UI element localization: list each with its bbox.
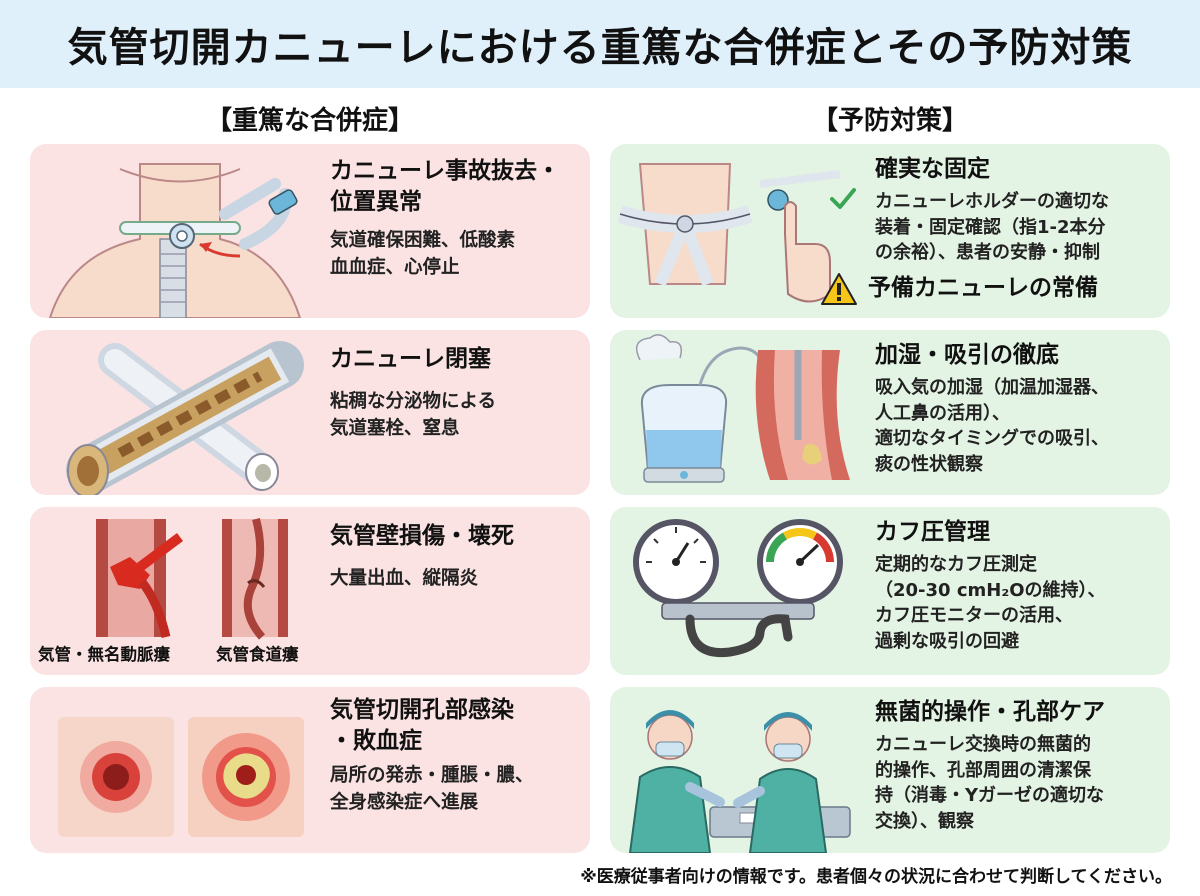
- checkmark-icon: [830, 188, 856, 209]
- prevention-header: 【予防対策】: [811, 106, 968, 136]
- heading-line: 確実な固定: [875, 156, 990, 182]
- medical-staff-illustration: [628, 710, 851, 853]
- heading-line: カニューレ事故抜去・: [330, 158, 560, 184]
- cannula-holder-illustration: [617, 163, 841, 303]
- complication-card-decannulation: カニューレ事故抜去・ 位置異常 気道確保困難、低酸素 血血症、心停止: [30, 144, 590, 318]
- prevention-card-aseptic: 無菌的操作・孔部ケア カニューレ交換時の無菌的 的操作、孔部周囲の清潔保 持（消…: [610, 687, 1170, 853]
- complication-heading: カニューレ事故抜去・ 位置異常: [330, 156, 580, 218]
- heading-line: 無菌的操作・孔部ケア: [875, 699, 1105, 725]
- complication-heading: 気管壁損傷・壊死: [330, 521, 580, 552]
- heading-line: 気管壁損傷・壊死: [330, 523, 514, 549]
- body-line: 粘稠な分泌物による: [330, 391, 496, 413]
- spare-cannula-warning: 予備カニューレの常備: [868, 275, 1098, 302]
- blocked-tube-illustration: [66, 341, 304, 495]
- warning-icon: [821, 273, 857, 305]
- prevention-heading: カフ圧管理: [875, 517, 1160, 548]
- body-line: （20-30 cmH₂Oの維持）、: [875, 579, 1106, 601]
- complication-heading: 気管切開孔部感染 ・敗血症: [330, 695, 580, 757]
- heading-line: ・敗血症: [330, 728, 422, 755]
- neck-cannula-illustration: [48, 163, 302, 318]
- prevention-body: カニューレ交換時の無菌的 的操作、孔部周囲の清潔保 持（消毒・Yガーゼの適切な …: [875, 732, 1160, 834]
- cuff-pressure-gauge-illustration: [633, 519, 843, 658]
- body-line: 的操作、孔部周囲の清潔保: [875, 759, 1091, 781]
- prevention-heading: 無菌的操作・孔部ケア: [875, 697, 1160, 728]
- prevention-card-cuff-pressure: カフ圧管理 定期的なカフ圧測定 （20-30 cmH₂Oの維持）、 カフ圧モニタ…: [610, 507, 1170, 675]
- prevention-heading: 加湿・吸引の徹底: [875, 340, 1160, 371]
- heading-line: 気管切開孔部感染: [330, 697, 514, 723]
- body-line: 気道塞栓、窒息: [330, 417, 460, 439]
- page-title: 気管切開カニューレにおける重篤な合併症とその予防対策: [67, 25, 1133, 71]
- prevention-heading: 確実な固定: [875, 154, 1160, 185]
- body-line: 血血症、心停止: [330, 256, 460, 278]
- sublabel-esophageal-fistula: 気管食道瘻: [216, 645, 299, 664]
- body-line: 大量出血、縦隔炎: [330, 568, 479, 590]
- body-line: 気道確保困難、低酸素: [330, 230, 516, 252]
- body-line: 痰の性状観察: [875, 453, 983, 475]
- heading-line: 加湿・吸引の徹底: [875, 342, 1059, 368]
- heading-line: 位置異常: [330, 189, 422, 216]
- complication-card-infection: 気管切開孔部感染 ・敗血症 局所の発赤・腫脹・膿、 全身感染症へ進展: [30, 687, 590, 853]
- body-line: カニューレホルダーの適切な: [875, 191, 1109, 213]
- body-line: 装着・固定確認（指1-2本分: [875, 216, 1106, 238]
- prevention-body: 定期的なカフ圧測定 （20-30 cmH₂Oの維持）、 カフ圧モニターの活用、 …: [875, 552, 1160, 654]
- body-line: 過剰な吸引の回避: [875, 630, 1019, 652]
- disclaimer-footer: ※医療従事者向けの情報です。患者個々の状況に合わせて判断してください。: [580, 867, 1172, 887]
- body-line: カニューレ交換時の無菌的: [875, 734, 1091, 756]
- body-line: 持（消毒・Yガーゼの適切な: [875, 785, 1105, 807]
- body-line: 人工鼻の活用）、: [875, 402, 1010, 424]
- complication-body: 粘稠な分泌物による 気道塞栓、窒息: [330, 389, 580, 443]
- prevention-card-fixation: 確実な固定 カニューレホルダーの適切な 装着・固定確認（指1-2本分 の余裕）、…: [610, 144, 1170, 318]
- title-bar: 気管切開カニューレにおける重篤な合併症とその予防対策: [0, 0, 1200, 88]
- trachea-fistula-illustration: [96, 517, 288, 640]
- body-line: 局所の発赤・腫脹・膿、: [330, 765, 534, 787]
- complication-body: 局所の発赤・腫脹・膿、 全身感染症へ進展: [330, 763, 580, 817]
- complication-body: 大量出血、縦隔炎: [330, 566, 580, 593]
- body-line: 定期的なカフ圧測定: [875, 554, 1037, 576]
- complication-body: 気道確保困難、低酸素 血血症、心停止: [330, 228, 580, 282]
- complication-card-occlusion: カニューレ閉塞 粘稠な分泌物による 気道塞栓、窒息: [30, 330, 590, 495]
- prevention-card-humidification: 加湿・吸引の徹底 吸入気の加湿（加温加湿器、 人工鼻の活用）、 適切なタイミング…: [610, 330, 1170, 495]
- body-line: カフ圧モニターの活用、: [875, 605, 1073, 627]
- body-line: 交換）、観察: [875, 810, 974, 832]
- stoma-infection-illustration: [58, 717, 304, 837]
- heading-line: カフ圧管理: [875, 519, 990, 545]
- complication-card-wall-injury: 気管・無名動脈瘻 気管食道瘻 気管壁損傷・壊死 大量出血、縦隔炎: [30, 507, 590, 675]
- body-line: 吸入気の加湿（加温加湿器、: [875, 377, 1109, 399]
- sublabel-innominate-fistula: 気管・無名動脈瘻: [38, 645, 170, 664]
- heading-line: カニューレ閉塞: [330, 346, 491, 372]
- complications-header: 【重篤な合併症】: [205, 106, 414, 136]
- complication-heading: カニューレ閉塞: [330, 344, 580, 375]
- body-line: の余裕）、患者の安静・抑制: [875, 242, 1100, 264]
- body-line: 全身感染症へ進展: [330, 791, 479, 813]
- prevention-body: 吸入気の加湿（加温加湿器、 人工鼻の活用）、 適切なタイミングでの吸引、 痰の性…: [875, 375, 1160, 477]
- warning-row: 予備カニューレの常備: [820, 272, 1098, 306]
- body-line: 適切なタイミングでの吸引、: [875, 428, 1109, 450]
- prevention-body: カニューレホルダーの適切な 装着・固定確認（指1-2本分 の余裕）、患者の安静・…: [875, 189, 1160, 266]
- humidifier-suction-illustration: [635, 334, 850, 483]
